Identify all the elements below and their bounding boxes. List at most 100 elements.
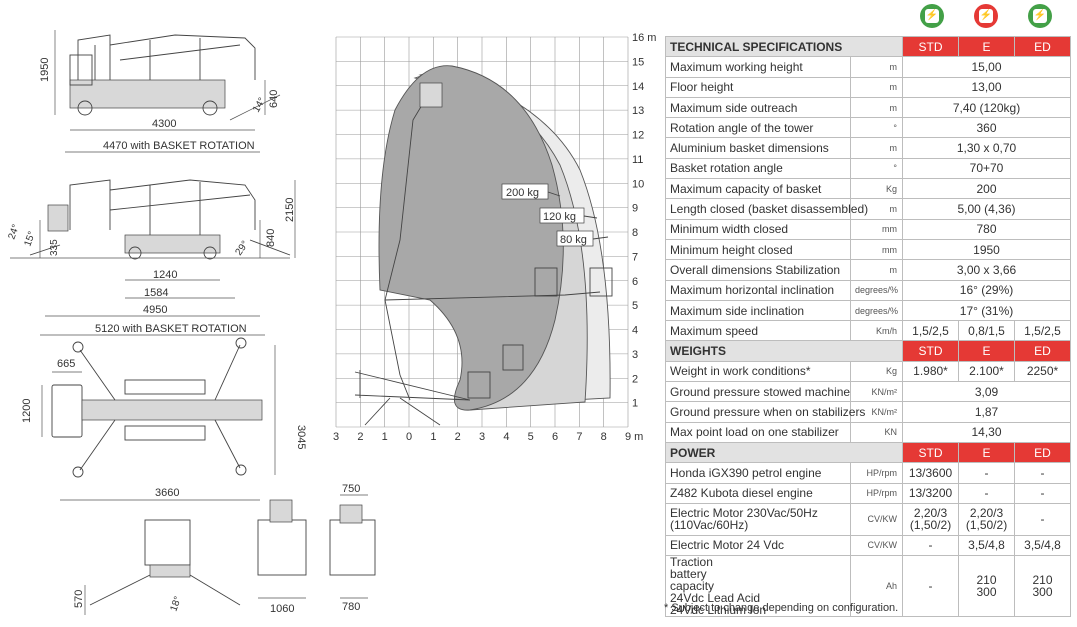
y-tick-label: 6: [632, 276, 638, 288]
svg-text:80 kg: 80 kg: [560, 234, 587, 246]
spec-value-std: 1.980*: [902, 360, 960, 383]
dim-1950: 1950: [39, 58, 51, 82]
dim-4470: 4470 with BASKET ROTATION: [103, 140, 255, 152]
spec-value: 3,00 x 3,66: [902, 259, 1072, 281]
spec-label: Z482 Kubota diesel engine: [665, 482, 851, 504]
spec-label: Length closed (basket disassembled): [665, 198, 868, 220]
spec-unit: m: [849, 76, 904, 98]
technical-drawings: 1950 640 14° 4300 4470 with BASKET ROTAT…: [6, 30, 656, 615]
spec-value-ed: 3,5/4,8: [1014, 534, 1072, 557]
dim-3660: 3660: [155, 487, 179, 499]
svg-text:200 kg: 200 kg: [506, 187, 539, 199]
dim-1200: 1200: [21, 399, 33, 423]
spec-value-e: 3,5/4,8: [958, 534, 1016, 557]
spec-label: Overall dimensions Stabilization: [665, 259, 851, 281]
x-tick-label: 1: [430, 431, 436, 443]
col-ed: ED: [1014, 340, 1072, 362]
spec-unit: HP/rpm: [849, 482, 904, 504]
spec-value: 1950: [902, 238, 1072, 261]
spec-unit: CV/KW: [849, 502, 904, 536]
spec-value-e: 2.100*: [958, 360, 1016, 383]
y-tick-label: 3: [632, 349, 638, 361]
spec-value-ed: -: [1014, 462, 1072, 484]
dim-335: 335: [49, 239, 60, 256]
spec-value-std: 13/3600: [902, 462, 960, 484]
e-power-icon: ⚡: [974, 4, 998, 28]
spec-row: Basket rotation angle°70+70: [665, 157, 1072, 180]
y-tick-label: 2: [632, 373, 638, 385]
dim-665: 665: [57, 358, 75, 370]
power-header: POWER: [664, 441, 904, 464]
spec-label: Minimum height closed: [665, 238, 851, 261]
angle-29: 29°: [233, 239, 251, 258]
spec-value: 13,00: [902, 76, 1072, 98]
spec-value: 70+70: [902, 157, 1072, 180]
spec-value: 15,00: [902, 56, 1072, 78]
spec-unit: m: [849, 56, 904, 78]
working-envelope-chart: 200 kg 120 kg 80 kg 12345678910111213141…: [333, 32, 656, 443]
spec-value-ed: -: [1014, 502, 1072, 536]
spec-label: Ground pressure when on stabilizers: [665, 401, 865, 423]
tech-spec-header: TECHNICAL SPECIFICATIONS: [664, 35, 904, 58]
spec-label: Minimum width closed: [665, 218, 851, 240]
dim-4300: 4300: [152, 118, 176, 130]
spec-value: 17° (31%): [902, 299, 1072, 322]
col-std: STD: [902, 441, 960, 464]
rear-view-drawing: 1060: [257, 499, 307, 615]
spec-value-std: 1,5/2,5: [902, 320, 960, 342]
ed-power-icon: ⚡: [1028, 4, 1052, 28]
spec-label: Basket rotation angle: [665, 157, 851, 180]
x-tick-label: 2: [455, 431, 461, 443]
spec-label: Maximum working height: [665, 56, 851, 78]
y-tick-label: 7: [632, 251, 638, 263]
motor-24v-row: Electric Motor 24 Vdc CV/KW - 3,5/4,8 3,…: [665, 534, 1072, 557]
spec-value-ed: 2250*: [1014, 360, 1072, 383]
spec-label: Honda iGX390 petrol engine: [665, 462, 851, 484]
spec-label: Maximum capacity of basket: [665, 178, 851, 200]
spec-label: Electric Motor 230Vac/50Hz(110Vac/60Hz): [665, 502, 851, 536]
y-tick-label: 14: [632, 81, 644, 93]
spec-label: Floor height: [665, 76, 851, 98]
col-e: E: [958, 340, 1016, 362]
x-tick-label: 5: [528, 431, 534, 443]
outrigger-side-drawing: 24° 15° 335 2150 840 29° 1240 1584 4950 …: [6, 179, 296, 336]
footnote: * Subject to change depending on configu…: [664, 602, 899, 614]
spec-unit: degrees/%: [849, 299, 904, 322]
x-tick-label: 0: [406, 431, 412, 443]
y-tick-label: 16 m: [632, 32, 656, 44]
spec-value: 5,00 (4,36): [902, 198, 1072, 220]
spec-unit: °: [849, 157, 904, 180]
weights-header-row: WEIGHTS STD E ED: [664, 340, 1072, 362]
spec-value-std: 2,20/3(1,50/2): [902, 502, 960, 536]
dim-1240: 1240: [153, 269, 177, 281]
front-view-drawing: 570 18°: [73, 519, 241, 615]
spec-unit: HP/rpm: [849, 462, 904, 484]
spec-label: Maximum speed: [665, 320, 851, 342]
spec-value-ed: 1,5/2,5: [1014, 320, 1072, 342]
side-view-drawing: 1950 640 14° 4300 4470 with BASKET ROTAT…: [39, 30, 281, 153]
y-tick-label: 11: [632, 154, 643, 166]
spec-label: Weight in work conditions*: [665, 360, 851, 383]
spec-value-std: -: [902, 534, 960, 557]
load-label-200: 200 kg: [501, 183, 561, 200]
spec-unit: m: [849, 96, 904, 119]
dim-640: 640: [268, 90, 280, 108]
y-tick-label: 9: [632, 203, 638, 215]
y-tick-label: 15: [632, 56, 644, 68]
spec-label: Rotation angle of the tower: [665, 117, 851, 139]
spec-value-ed: -: [1014, 482, 1072, 504]
spec-value: 1,30 x 0,70: [902, 137, 1072, 159]
col-std: STD: [902, 340, 960, 362]
